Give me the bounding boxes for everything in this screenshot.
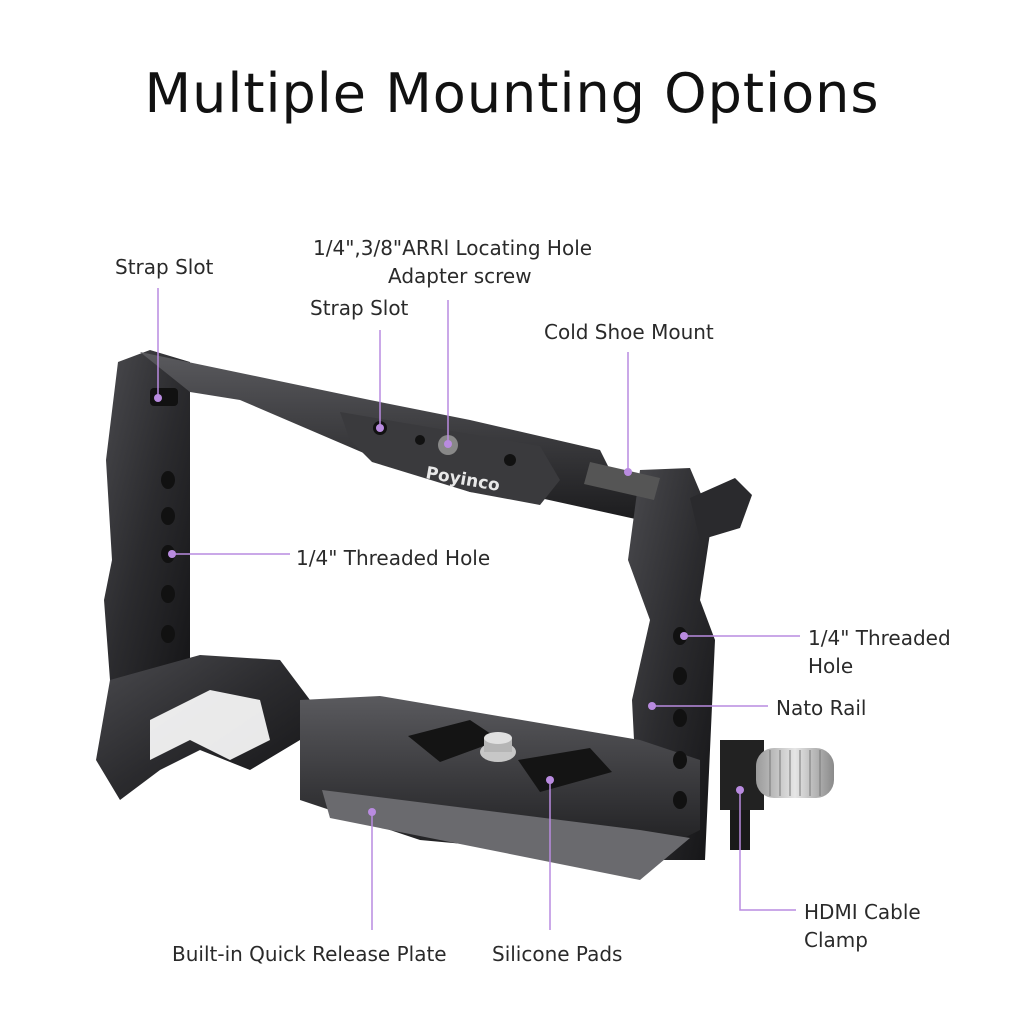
silicone-pad-left: [408, 720, 500, 762]
callout-lines: [157, 288, 800, 930]
right-threaded-holes: [673, 627, 687, 809]
label-threaded-hole-right-line2: Hole: [808, 654, 854, 678]
label-threaded-hole-left: 1/4" Threaded Hole: [296, 546, 491, 570]
label-cold-shoe: Cold Shoe Mount: [544, 320, 714, 344]
quick-release-plate: [322, 790, 690, 880]
label-hdmi-line1: HDMI Cable: [804, 900, 921, 924]
left-threaded-holes: [161, 471, 175, 643]
cage-right-loop: [690, 478, 752, 540]
cold-shoe-mount: [584, 462, 660, 500]
label-nato-rail: Nato Rail: [776, 696, 867, 720]
camera-cage: Poyinco: [96, 350, 834, 880]
label-silicone-pads: Silicone Pads: [492, 942, 623, 966]
silicone-pad-right: [518, 748, 612, 792]
label-strap-slot-left: Strap Slot: [115, 255, 214, 279]
label-hdmi-line2: Clamp: [804, 928, 868, 952]
label-arri-line2: Adapter screw: [388, 264, 532, 288]
label-threaded-hole-right-line1: 1/4" Threaded: [808, 626, 951, 650]
leader-hdmi: [739, 790, 796, 911]
cage-top-plate: [340, 412, 560, 505]
label-arri-line1: 1/4",3/8"ARRl Locating Hole: [313, 236, 593, 260]
hdmi-clamp-knob: [756, 748, 834, 798]
callout-dots: [154, 394, 744, 816]
page-title: Multiple Mounting Options: [144, 62, 880, 125]
label-strap-slot-top: Strap Slot: [310, 296, 409, 320]
label-quick-release: Built-in Quick Release Plate: [172, 942, 447, 966]
cage-left-arm: [104, 350, 190, 700]
